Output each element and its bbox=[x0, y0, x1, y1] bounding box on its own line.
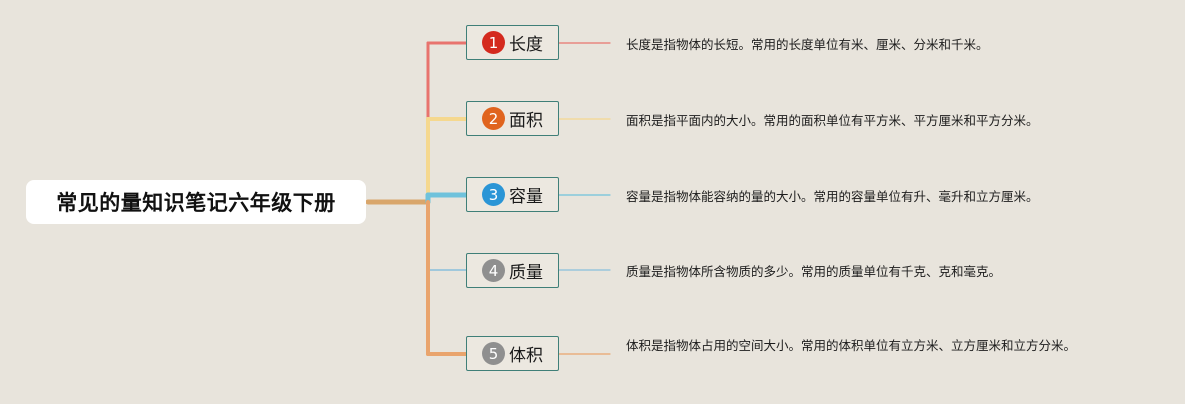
leaf-description-mass[interactable]: 质量是指物体所含物质的多少。常用的质量单位有千克、克和毫克。 bbox=[626, 264, 1002, 279]
leaf-description-capacity[interactable]: 容量是指物体能容纳的量的大小。常用的容量单位有升、毫升和立方厘米。 bbox=[626, 189, 1039, 204]
number-badge-5: 5 bbox=[482, 342, 505, 365]
root-topic-title[interactable]: 常见的量知识笔记六年级下册 bbox=[26, 180, 366, 224]
branch-node-mass[interactable]: 4 质量 bbox=[466, 253, 559, 288]
branch-label-mass: 质量 bbox=[509, 263, 543, 283]
branch-label-area: 面积 bbox=[509, 111, 543, 131]
leaf-description-area[interactable]: 面积是指平面内的大小。常用的面积单位有平方米、平方厘米和平方分米。 bbox=[626, 113, 1039, 128]
branch-label-volume: 体积 bbox=[509, 346, 543, 366]
number-badge-3: 3 bbox=[482, 183, 505, 206]
leaf-description-length[interactable]: 长度是指物体的长短。常用的长度单位有米、厘米、分米和千米。 bbox=[626, 37, 989, 52]
number-badge-1: 1 bbox=[482, 31, 505, 54]
branch-node-area[interactable]: 2 面积 bbox=[466, 101, 559, 136]
branch-label-length: 长度 bbox=[509, 35, 543, 55]
branch-node-volume[interactable]: 5 体积 bbox=[466, 336, 559, 371]
branch-node-length[interactable]: 1 长度 bbox=[466, 25, 559, 60]
branch-label-capacity: 容量 bbox=[509, 187, 543, 207]
leaf-description-volume[interactable]: 体积是指物体占用的空间大小。常用的体积单位有立方米、立方厘米和立方分米。 bbox=[626, 338, 1077, 353]
number-badge-2: 2 bbox=[482, 107, 505, 130]
branch-node-capacity[interactable]: 3 容量 bbox=[466, 177, 559, 212]
number-badge-4: 4 bbox=[482, 259, 505, 282]
